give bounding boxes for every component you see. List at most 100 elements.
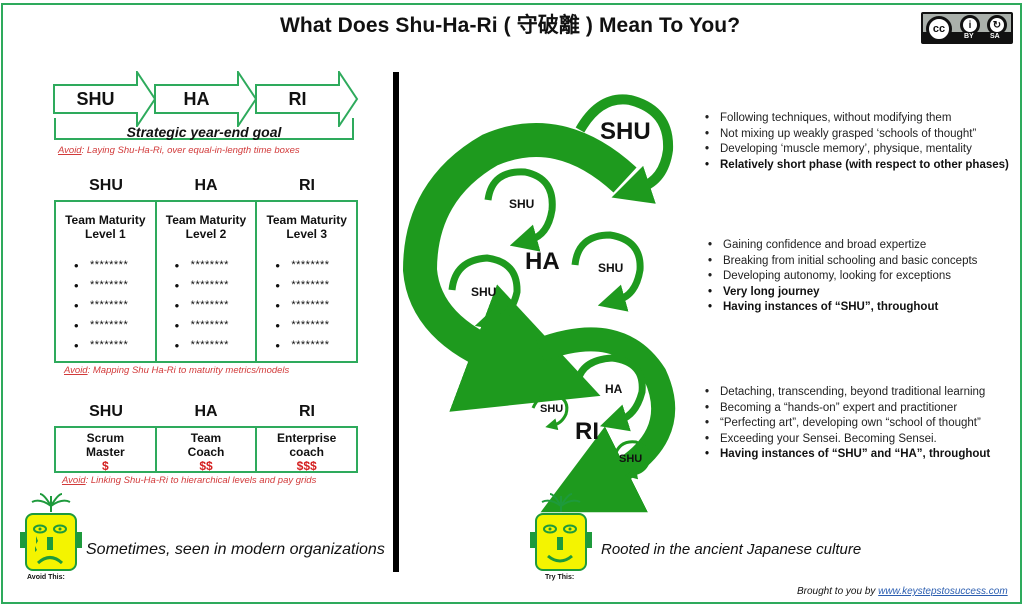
- maturity-list: ******** ******** ******** ******** ****…: [257, 255, 356, 356]
- credit-link[interactable]: www.keystepstosuccess.com: [878, 586, 1008, 597]
- avoid-label: Avoid: [64, 365, 88, 376]
- maturity-list: ******** ******** ******** ******** ****…: [157, 255, 256, 356]
- pay-grade: $: [101, 459, 109, 473]
- avoid-text: : Linking Shu-Ha-Ri to hierarchical leve…: [85, 475, 317, 486]
- role-cell-ha: Team Coach $$: [157, 428, 258, 473]
- role-name: Enterprise: [277, 431, 337, 445]
- right-arrow-icon: [154, 71, 258, 127]
- list-item: ********: [175, 295, 256, 316]
- list-item: “Perfecting art”, developing own “school…: [705, 416, 990, 432]
- timeline-arrows: SHU HA RI: [53, 71, 359, 127]
- shu-loop-arrow-icon: [575, 94, 674, 204]
- happy-face-icon: [530, 493, 592, 571]
- credit-line: Brought to you by www.keystepstosuccess.…: [797, 586, 1008, 597]
- ri-arc-arrow-icon: [535, 327, 676, 513]
- license-bar: [923, 32, 1011, 42]
- list-item: Developing ‘muscle memory’, physique, me…: [705, 142, 1009, 158]
- role-name: coach: [289, 445, 325, 459]
- list-item: ********: [74, 295, 155, 316]
- big-arc-arrow-icon: [402, 123, 637, 412]
- loop-arrow-icon: [571, 231, 644, 312]
- right-arrow-icon: [53, 71, 157, 127]
- list-item: Not mixing up weakly grasped ‘schools of…: [705, 127, 1009, 143]
- avoid-this-caption: Avoid This:: [27, 574, 65, 581]
- maturity-header-ri: RI: [299, 177, 315, 194]
- loop-arrow-icon: [484, 168, 556, 252]
- pay-grade: $$$: [296, 459, 317, 473]
- avoid-note-timeline: Avoid: Laying Shu-Ha-Ri, over equal-in-l…: [58, 145, 300, 156]
- avoid-label: Avoid: [58, 145, 82, 156]
- maturity-header-ha: HA: [194, 177, 218, 194]
- avoid-text: : Laying Shu-Ha-Ri, over equal-in-length…: [81, 145, 300, 156]
- arrow-ri: RI: [255, 71, 359, 127]
- cc-by-sa-icon: cc i ↻ BY SA: [921, 12, 1013, 44]
- diagram-label-shu-small: SHU: [509, 197, 535, 211]
- list-item: Having instances of “SHU”, throughout: [708, 300, 977, 316]
- diagram-label-shu-small: SHU: [619, 453, 643, 465]
- share-alike-icon: ↻: [987, 15, 1007, 35]
- page-title: What Does Shu-Ha-Ri ( 守破離 ) Mean To You?: [280, 14, 741, 37]
- diagram-label-ha-small: HA: [605, 382, 623, 396]
- attribution-icon: i: [960, 15, 980, 35]
- diagram-label-ha: HA: [525, 248, 560, 275]
- right-arrow-icon: [255, 71, 359, 127]
- list-item: ********: [275, 335, 356, 356]
- role-name: Coach: [187, 445, 225, 459]
- diagram-label-shu: SHU: [600, 118, 651, 145]
- list-item: ********: [275, 315, 356, 336]
- arrow-label: RI: [288, 89, 307, 109]
- list-item: Having instances of “SHU” and “HA”, thro…: [705, 447, 990, 463]
- list-item: ********: [175, 255, 256, 276]
- avoid-label: Avoid: [62, 475, 86, 486]
- avoid-note-maturity: Avoid: Mapping Shu Ha-Ri to maturity met…: [64, 365, 289, 376]
- avoid-text: : Mapping Shu Ha-Ri to maturity metrics/…: [87, 365, 290, 376]
- strategic-goal-label: Strategic year-end goal: [126, 124, 282, 140]
- list-item: ********: [275, 275, 356, 296]
- list-item: ********: [175, 335, 256, 356]
- sad-face-icon: [20, 493, 82, 571]
- list-item: ********: [275, 295, 356, 316]
- diagram-label-shu-small: SHU: [471, 285, 497, 299]
- list-item: Becoming a “hands-on” expert and practit…: [705, 401, 990, 417]
- maturity-header-shu: SHU: [89, 177, 123, 194]
- list-item: Exceeding your Sensei. Becoming Sensei.: [705, 432, 990, 448]
- arrow-shu: SHU: [53, 71, 157, 127]
- list-item: ********: [175, 275, 256, 296]
- list-item: Developing autonomy, looking for excepti…: [708, 269, 977, 285]
- role-name: Scrum: [86, 431, 125, 445]
- roles-header-ri: RI: [299, 403, 315, 420]
- vertical-divider: [393, 72, 399, 572]
- roles-header-ha: HA: [194, 403, 218, 420]
- arrow-label: SHU: [76, 89, 115, 109]
- role-name: Master: [85, 445, 125, 459]
- roles-grid: Scrum Master $ Team Coach $$ Enterprise …: [54, 426, 358, 473]
- role-name: Team: [190, 431, 222, 445]
- goal-bracket: [54, 118, 354, 140]
- avoid-note-roles: Avoid: Linking Shu-Ha-Ri to hierarchical…: [62, 475, 316, 486]
- page-frame: [1, 3, 1022, 604]
- diagram-label-shu-small: SHU: [540, 403, 564, 415]
- diagram-label-shu-small: SHU: [598, 261, 624, 275]
- list-item: ********: [175, 315, 256, 336]
- shu-bullet-list: Following techniques, without modifying …: [705, 111, 1009, 173]
- list-item: ********: [74, 255, 155, 276]
- ri-bullet-list: Detaching, transcending, beyond traditio…: [705, 385, 990, 463]
- list-item: Following techniques, without modifying …: [705, 111, 1009, 127]
- list-item: ********: [74, 335, 155, 356]
- roles-header-shu: SHU: [89, 403, 123, 420]
- list-item: Relatively short phase (with respect to …: [705, 158, 1009, 174]
- list-item: Breaking from initial schooling and basi…: [708, 254, 977, 270]
- loop-arrow-icon: [613, 440, 651, 480]
- arrow-label: HA: [183, 89, 210, 109]
- list-item: Gaining confidence and broad expertize: [708, 238, 977, 254]
- list-item: ********: [275, 255, 356, 276]
- shu-ha-ri-cycle-diagram: [402, 94, 676, 513]
- try-footer-note: Rooted in the ancient Japanese culture: [601, 541, 862, 558]
- ha-bullet-list: Gaining confidence and broad expertize B…: [708, 238, 977, 316]
